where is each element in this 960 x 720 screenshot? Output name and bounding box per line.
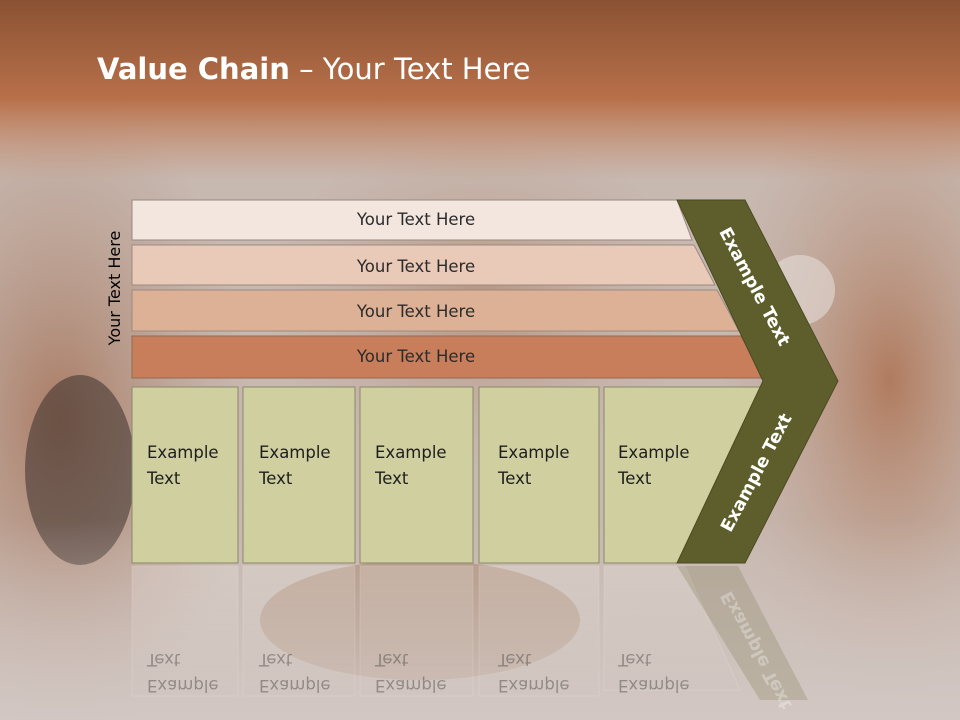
box-1-line1: Example (147, 443, 219, 462)
box-1-line2: Text (146, 469, 181, 488)
box-4-line1: Example (498, 443, 570, 462)
box-3-line1: Example (375, 443, 447, 462)
box-4-reflection-line2: Text (497, 650, 532, 669)
band-2-label: Your Text Here (356, 257, 475, 276)
box-5-line2: Text (617, 469, 652, 488)
box-5-line1: Example (618, 443, 690, 462)
box-1-reflection-line1: Example (147, 676, 219, 695)
box-2-line1: Example (259, 443, 331, 462)
box-3-reflection-line2: Text (374, 650, 409, 669)
box-4[interactable] (478, 386, 600, 564)
box-1-reflection-line2: Text (146, 650, 181, 669)
box-3-reflection-line1: Example (375, 676, 447, 695)
chevron-arrow[interactable] (676, 199, 839, 564)
box-3-line2: Text (374, 469, 409, 488)
box-4-reflection-line1: Example (498, 676, 570, 695)
band-1-label: Your Text Here (356, 210, 475, 229)
box-2-reflection-line1: Example (259, 676, 331, 695)
box-2-reflection-line2: Text (258, 650, 293, 669)
box-1[interactable] (131, 386, 239, 564)
band-1[interactable] (131, 199, 693, 241)
boxes-reflection (131, 565, 808, 700)
boxes-group: Example Text Example Text Example Text E… (131, 386, 763, 564)
box-3[interactable] (359, 386, 474, 564)
box-4-line2: Text (497, 469, 532, 488)
title-rest: – Your Text Here (289, 52, 531, 86)
box-5-reflection-line1: Example (618, 676, 690, 695)
reflection-text: Example Text Example Text Example Text E… (146, 650, 690, 695)
box-2[interactable] (242, 386, 356, 564)
band-3-label: Your Text Here (356, 302, 475, 321)
slide-title: Value Chain – Your Text Here (97, 52, 531, 86)
band-2[interactable] (131, 244, 716, 286)
title-bold: Value Chain (97, 52, 290, 86)
box-5-reflection-line2: Text (617, 650, 652, 669)
band-4-label: Your Text Here (356, 347, 475, 366)
box-2-line2: Text (258, 469, 293, 488)
bands-group: Your Text Here Your Text Here Your Text … (131, 199, 765, 379)
